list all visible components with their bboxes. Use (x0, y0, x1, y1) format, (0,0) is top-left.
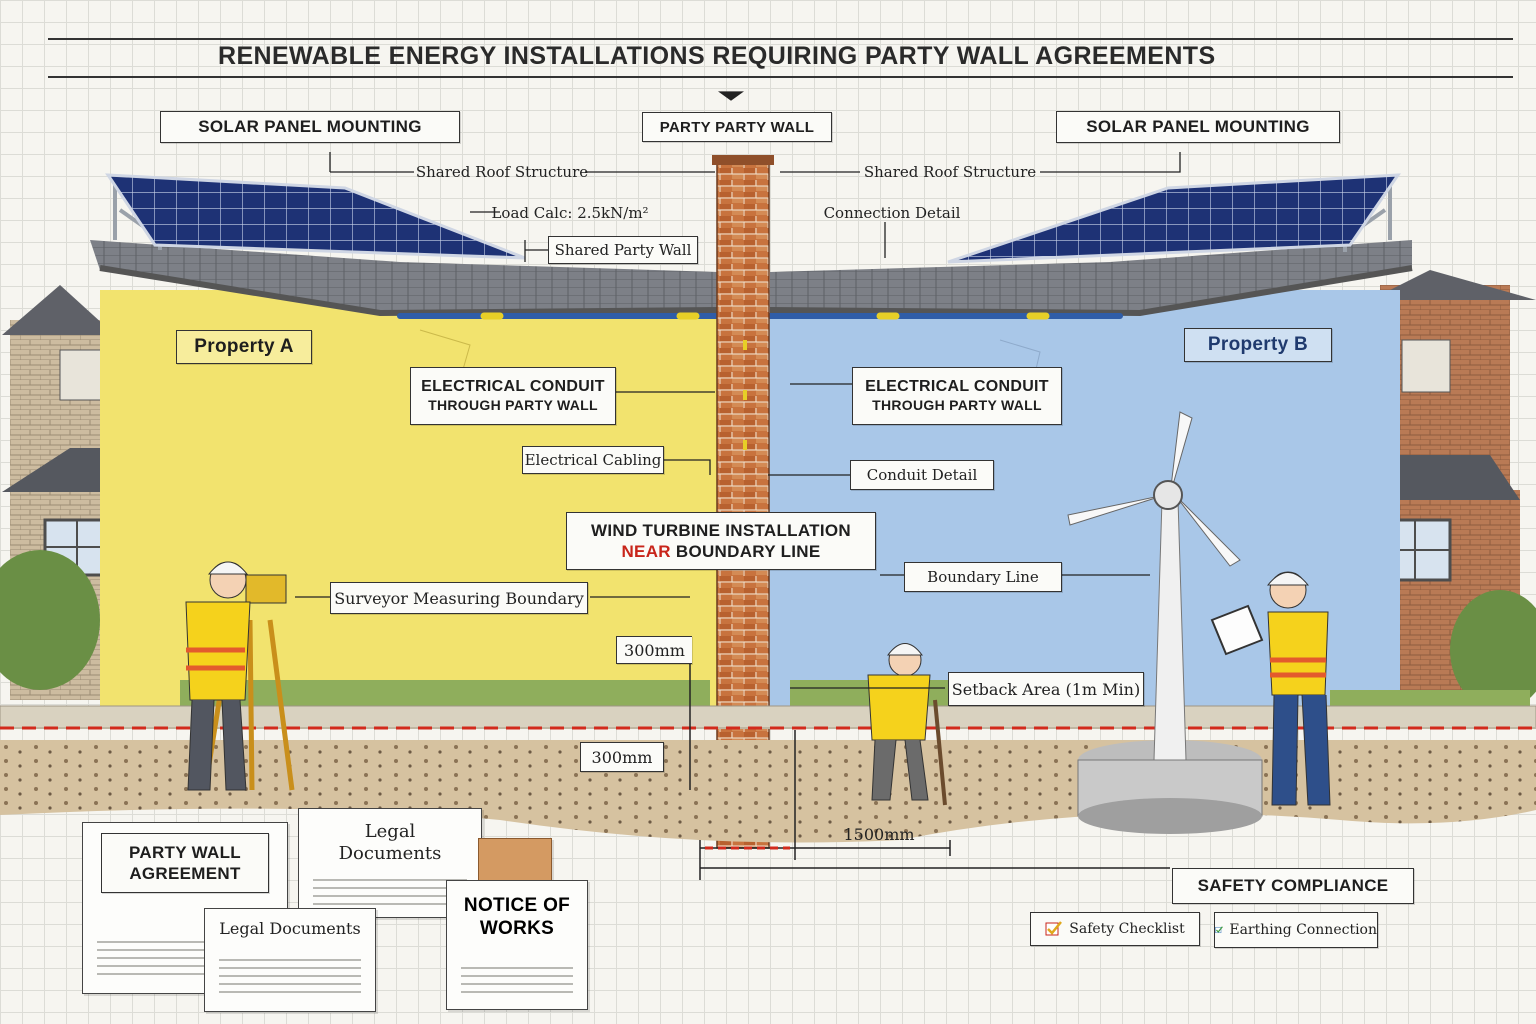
surveyor-label: Surveyor Measuring Boundary (330, 582, 588, 614)
load-calc-label: Load Calc: 2.5kN/m² (491, 204, 649, 222)
electrical-cabling-label: Electrical Cabling (522, 446, 664, 474)
document-lines (219, 959, 361, 999)
near-text: NEAR (621, 542, 671, 561)
right-solar-array (947, 173, 1401, 264)
notice-line2: WORKS (479, 917, 555, 939)
legal-line1: Legal (364, 821, 416, 842)
conduit-detail-label: Conduit Detail (850, 460, 994, 490)
field-worker (867, 643, 947, 806)
conduit-right-label: ELECTRICAL CONDUIT THROUGH PARTY WALL (852, 367, 1062, 425)
legal-documents-sheet: Legal Documents (204, 908, 376, 1012)
document-lines (461, 967, 573, 997)
conduit-right-line2: THROUGH PARTY WALL (872, 397, 1042, 414)
dimension-1500: 1500mm (843, 824, 915, 844)
conduit-left-line1: ELECTRICAL CONDUIT (421, 378, 605, 396)
wind-turbine-line2: NEAR BOUNDARY LINE (621, 541, 820, 562)
left-roof (90, 240, 718, 315)
earthing-connection-item: Earthing Connection (1214, 912, 1378, 948)
legal-documents-doc: Legal Documents (298, 808, 482, 918)
document-lines (313, 879, 467, 905)
safety-checklist-item: Safety Checklist (1030, 912, 1200, 946)
conduit-right-line1: ELECTRICAL CONDUIT (865, 378, 1049, 396)
dimension-300-lower: 300mm (580, 742, 664, 772)
party-wall-label: PARTY PARTY WALL (642, 112, 832, 142)
conduit-left-label: ELECTRICAL CONDUIT THROUGH PARTY WALL (410, 367, 616, 425)
notice-of-works-doc: NOTICE OF WORKS (446, 880, 588, 1010)
shared-roof-left-label: Shared Roof Structure (415, 163, 589, 181)
boundary-line-label: Boundary Line (904, 562, 1062, 592)
safety-checklist-text: Safety Checklist (1069, 921, 1185, 937)
surveyor-worker (185, 561, 295, 791)
party-wall-agreement-line2: AGREEMENT (129, 864, 241, 883)
party-wall-agreement-title: PARTY WALL AGREEMENT (101, 833, 269, 893)
page-title: RENEWABLE ENERGY INSTALLATIONS REQUIRING… (218, 42, 1216, 70)
conduit-left-line2: THROUGH PARTY WALL (428, 397, 598, 414)
wind-turbine-label: WIND TURBINE INSTALLATION NEAR BOUNDARY … (566, 512, 876, 570)
dimension-300-upper: 300mm (616, 636, 692, 664)
notice-line1: NOTICE OF (463, 895, 571, 916)
check-icon (1045, 921, 1063, 936)
dimension-lines (689, 640, 1170, 880)
connection-detail-label: Connection Detail (823, 204, 961, 222)
earthing-connection-text: Earthing Connection (1229, 922, 1377, 938)
setback-area-label: Setback Area (1m Min) (948, 672, 1144, 706)
left-solar-array (105, 173, 526, 260)
title-bar (48, 38, 1513, 78)
notice-of-works-title: NOTICE OF WORKS (447, 895, 587, 941)
solar-mounting-right-label: SOLAR PANEL MOUNTING (1056, 111, 1340, 143)
legal-documents-title: Legal Documents (299, 821, 481, 864)
shared-roof-right-label: Shared Roof Structure (863, 163, 1037, 181)
wind-turbine (1067, 411, 1263, 834)
boundary-line-text: BOUNDARY LINE (670, 542, 821, 561)
solar-mounting-left-label: SOLAR PANEL MOUNTING (160, 111, 460, 143)
check-icon (1215, 926, 1223, 934)
property-a-label: Property A (176, 330, 312, 364)
inspector-worker (1210, 571, 1331, 806)
property-b-label: Property B (1184, 328, 1332, 362)
legal-documents-sheet-title: Legal Documents (219, 919, 361, 938)
wind-turbine-line1: WIND TURBINE INSTALLATION (591, 520, 851, 540)
shared-party-wall-label: Shared Party Wall (548, 236, 698, 264)
legal-line2: Documents (338, 842, 442, 864)
safety-compliance-label: SAFETY COMPLIANCE (1172, 868, 1414, 904)
party-wall-agreement-line1: PARTY WALL (129, 842, 241, 862)
